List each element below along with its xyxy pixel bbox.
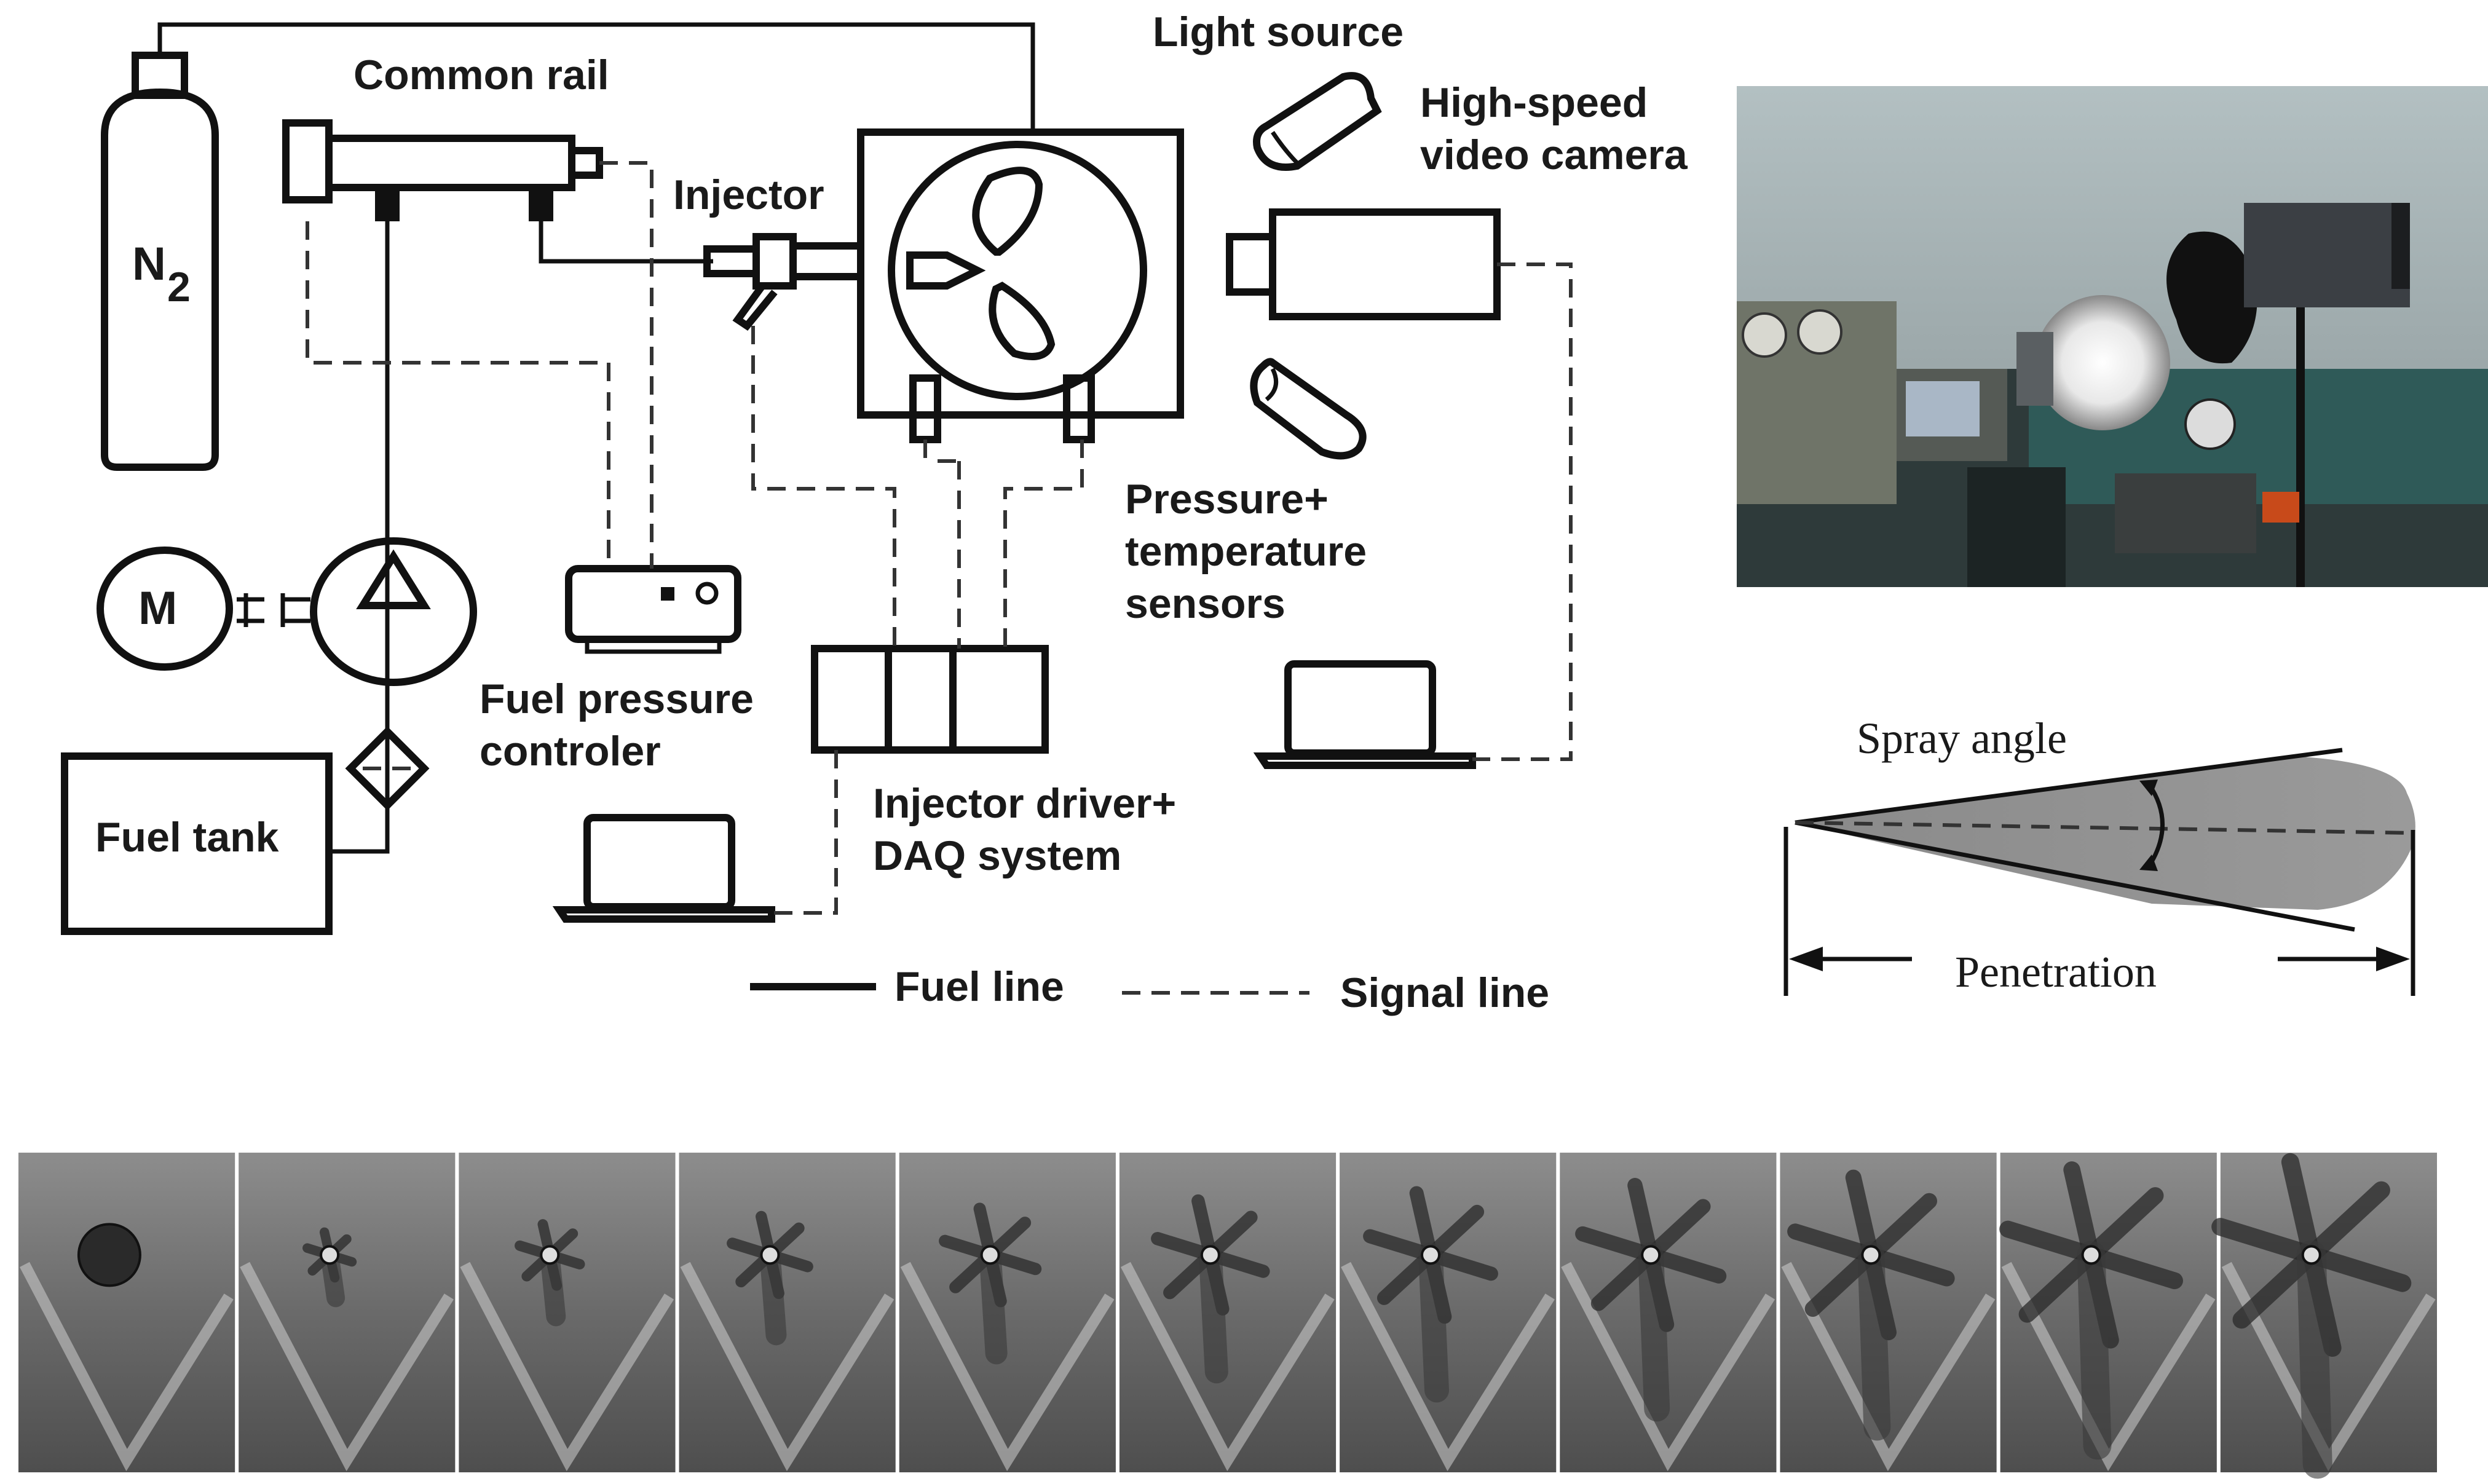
penetration-label: Penetration xyxy=(1955,947,2157,997)
spray-upper-boundary xyxy=(1795,748,2343,825)
spray-plume xyxy=(1798,756,2415,910)
spray-frame-11 xyxy=(2211,1153,2437,1479)
n2-label: N xyxy=(132,238,166,290)
common-rail: Common rail xyxy=(282,52,609,221)
spray-frame-1 xyxy=(18,1153,235,1472)
motor: M xyxy=(97,547,310,671)
rail-to-injector-fuel-line xyxy=(539,221,713,264)
injector: Injector xyxy=(673,172,864,331)
spray-angle-arc xyxy=(2147,783,2165,868)
spray-frame-sequence xyxy=(18,1153,2437,1479)
constant-volume-chamber xyxy=(857,128,1184,443)
motor-label: M xyxy=(138,582,177,634)
laptop-camera xyxy=(1253,660,1476,769)
light-source-label: Light source xyxy=(1153,9,1404,55)
spray-definition-diagram: Spray angle Penetration xyxy=(1783,714,2415,997)
nitrogen-line xyxy=(157,22,1035,132)
injector-driver-daq: Injector driver+ DAQ system xyxy=(811,645,1176,879)
spray-axis xyxy=(1795,821,2414,835)
legend-fuel-label: Fuel line xyxy=(894,963,1064,1010)
schematic-diagram: N 2 Common rail Injector xyxy=(61,9,1688,1016)
legend-signal-label: Signal line xyxy=(1340,969,1549,1016)
spray-frame-4 xyxy=(679,1153,896,1472)
driver-label-line1: Injector driver+ xyxy=(873,780,1176,827)
common-rail-label: Common rail xyxy=(353,52,609,98)
spray-lower-boundary xyxy=(1795,820,2355,932)
fuel-pressure-controller: Fuel pressure controler xyxy=(480,565,754,775)
sensors-label-line3: sensors xyxy=(1125,580,1285,627)
fuel-pressure-label-line1: Fuel pressure xyxy=(480,676,754,722)
spray-frame-3 xyxy=(459,1153,676,1472)
spray-frame-2 xyxy=(239,1153,456,1472)
high-pressure-pump xyxy=(310,537,477,686)
light-source-top xyxy=(1253,72,1382,171)
fuel-tank: Fuel tank xyxy=(61,752,390,935)
spray-frame-5 xyxy=(899,1153,1116,1472)
sensors-label-line2: temperature xyxy=(1125,528,1367,575)
spray-angle-label: Spray angle xyxy=(1857,714,2067,763)
spray-frame-6 xyxy=(1119,1153,1337,1472)
fuel-tank-label: Fuel tank xyxy=(95,814,279,861)
n2-subscript: 2 xyxy=(167,264,191,310)
fuel-pressure-label-line2: controler xyxy=(480,728,661,775)
driver-label-line2: DAQ system xyxy=(873,832,1121,879)
injector-label: Injector xyxy=(673,172,824,218)
camera-label-line1: High-speed xyxy=(1420,79,1648,126)
spray-frame-7 xyxy=(1340,1153,1557,1472)
camera-label-line2: video camera xyxy=(1420,132,1688,178)
spray-frame-8 xyxy=(1560,1153,1777,1472)
light-source-bottom xyxy=(1250,358,1367,460)
signal-lines xyxy=(306,161,1573,915)
legend: Fuel line Signal line xyxy=(750,963,1549,1016)
laptop-daq xyxy=(552,814,775,923)
spray-frame-10 xyxy=(1999,1153,2217,1472)
sensors-label-line1: Pressure+ xyxy=(1125,476,1329,523)
n2-cylinder: N 2 xyxy=(101,52,219,471)
lab-photo xyxy=(1737,86,2488,587)
high-speed-camera: High-speed video camera xyxy=(1226,79,1688,320)
spray-frame-9 xyxy=(1780,1153,1997,1472)
